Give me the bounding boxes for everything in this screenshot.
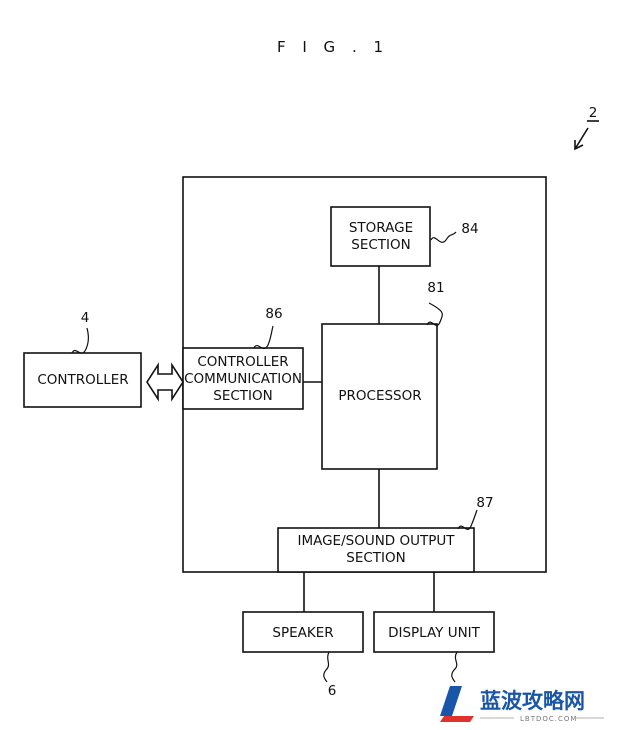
speaker-ref-number: 6 <box>328 683 337 699</box>
processor-ref-number: 81 <box>427 280 444 296</box>
display-unit-label: DISPLAY UNIT <box>388 625 481 641</box>
storage-section-block: STORAGE SECTION <box>330 206 431 267</box>
comm-label-line2: COMMUNICATION <box>184 371 302 387</box>
storage-ref-number: 84 <box>461 221 478 237</box>
display-unit-block: DISPLAY UNIT <box>373 611 495 653</box>
bidirectional-arrow-icon <box>146 362 184 402</box>
output-ref-number: 87 <box>476 495 493 511</box>
speaker-label: SPEAKER <box>272 625 333 641</box>
controller-label: CONTROLLER <box>37 372 128 388</box>
controller-communication-block: CONTROLLER COMMUNICATION SECTION <box>182 347 304 410</box>
processor-block: PROCESSOR <box>321 323 438 470</box>
controller-ref-number: 4 <box>81 310 90 326</box>
watermark-cn-text: 蓝波攻略网 <box>480 689 585 713</box>
output-label-line1: IMAGE/SOUND OUTPUT <box>297 533 455 549</box>
processor-leader-line <box>426 302 443 327</box>
storage-label-line2: SECTION <box>351 237 410 253</box>
storage-label-line1: STORAGE <box>349 220 413 236</box>
figure-title: F I G . 1 <box>277 38 389 56</box>
watermark: 蓝波攻略网 LBTDOC.COM <box>440 686 604 723</box>
storage-leader-line <box>430 231 457 243</box>
image-sound-output-block: IMAGE/SOUND OUTPUT SECTION <box>277 527 475 573</box>
output-leader-line <box>457 509 478 531</box>
processor-label: PROCESSOR <box>338 388 421 404</box>
speaker-block: SPEAKER <box>242 611 364 653</box>
comm-label-line1: CONTROLLER <box>197 354 288 370</box>
device-ref-arrow-icon <box>574 127 589 151</box>
device-ref-number: 2 <box>589 105 598 121</box>
speaker-leader-line <box>323 651 330 683</box>
controller-leader-line <box>71 327 89 354</box>
controller-block: CONTROLLER <box>23 352 142 408</box>
watermark-logo-icon <box>440 686 474 722</box>
comm-ref-number: 86 <box>265 306 282 322</box>
output-label-line2: SECTION <box>346 550 405 566</box>
comm-label-line3: SECTION <box>213 388 272 404</box>
display-leader-line <box>451 651 458 683</box>
watermark-en-text: LBTDOC.COM <box>520 715 577 723</box>
comm-leader-line <box>253 325 274 350</box>
